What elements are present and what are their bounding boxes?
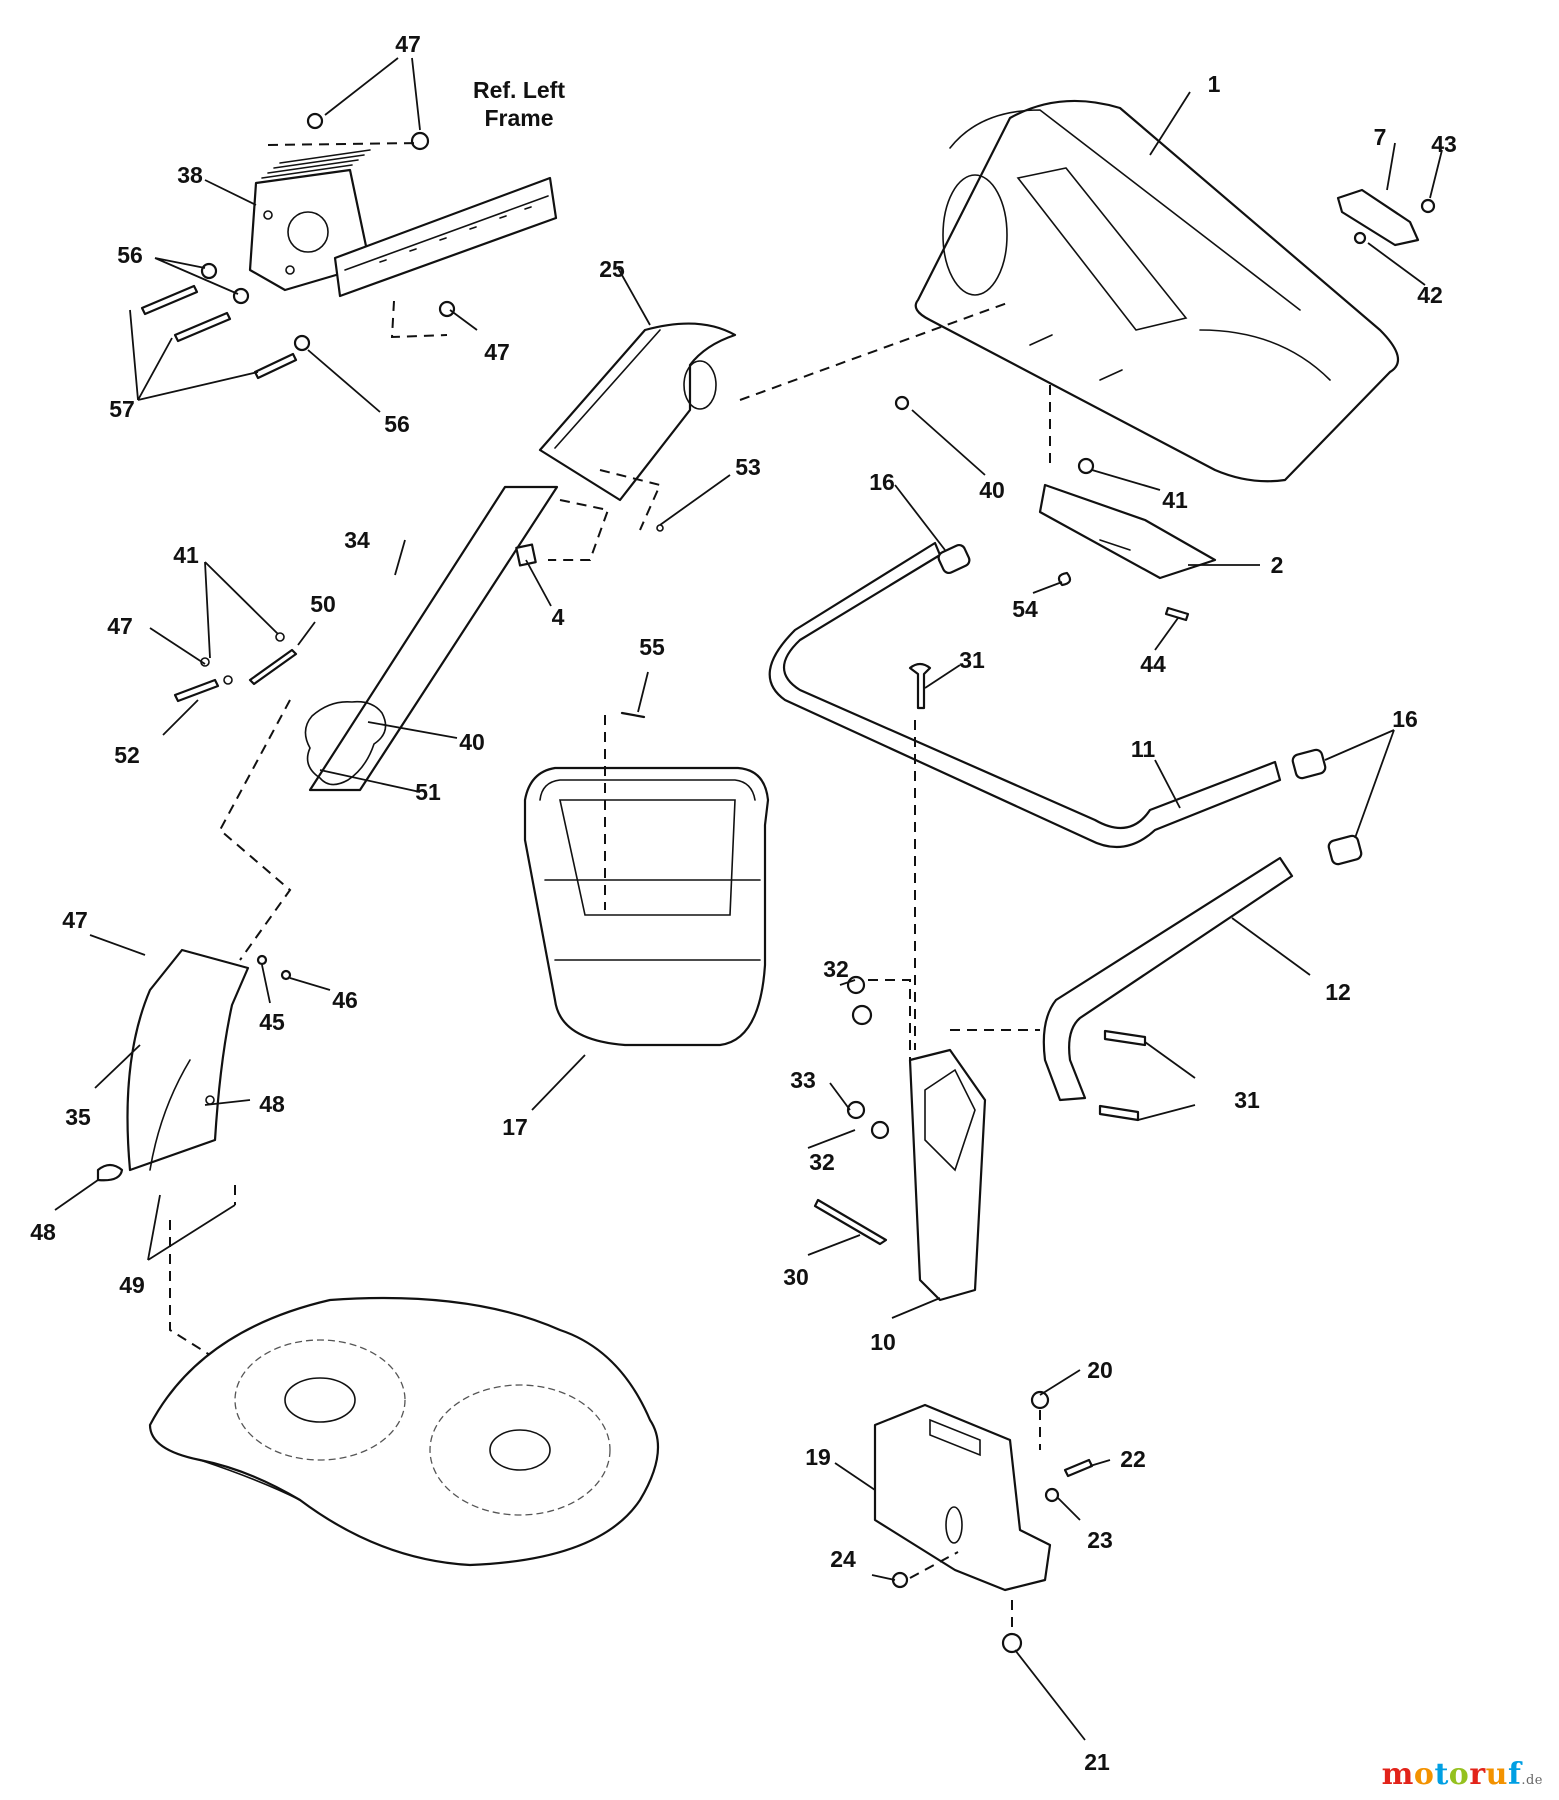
callout-45: 45 bbox=[259, 1009, 285, 1035]
callout-57: 57 bbox=[109, 396, 135, 422]
callout-43: 43 bbox=[1431, 131, 1457, 157]
mower-deck bbox=[148, 1296, 660, 1567]
ref-frame-label-line2: Frame bbox=[484, 105, 553, 131]
ref-frame-label-line1: Ref. Left bbox=[473, 77, 565, 103]
callout-49: 49 bbox=[119, 1272, 145, 1298]
callout-51: 51 bbox=[415, 779, 441, 805]
part-12-tube bbox=[1042, 856, 1294, 1102]
part-16-caps bbox=[937, 543, 1363, 866]
part-35-chute-lower bbox=[96, 948, 250, 1182]
callout-47: 47 bbox=[395, 31, 421, 57]
part-25-chute-upper bbox=[538, 322, 737, 502]
callout-30: 30 bbox=[783, 1264, 809, 1290]
callout-31: 31 bbox=[959, 647, 985, 673]
watermark-letter: m bbox=[1381, 1757, 1414, 1792]
callout-47: 47 bbox=[107, 613, 133, 639]
watermark-letter: r bbox=[1469, 1757, 1486, 1792]
left-frame-rail bbox=[333, 176, 558, 298]
callout-23: 23 bbox=[1087, 1527, 1113, 1553]
callout-41: 41 bbox=[1162, 487, 1188, 513]
callout-46: 46 bbox=[332, 987, 358, 1013]
callout-20: 20 bbox=[1087, 1357, 1113, 1383]
callout-25: 25 bbox=[599, 256, 625, 282]
callout-16: 16 bbox=[1392, 706, 1418, 732]
callout-16: 16 bbox=[869, 469, 895, 495]
callout-10: 10 bbox=[870, 1329, 896, 1355]
part-1-bag-cover bbox=[914, 99, 1400, 483]
part-2-bracket bbox=[1038, 457, 1217, 622]
fasteners-group-1 bbox=[140, 112, 456, 380]
callout-labels: Ref. Left Frame 47 38 56 57 56 47 1 7 43… bbox=[30, 31, 1457, 1775]
callout-38: 38 bbox=[177, 162, 203, 188]
callout-53: 53 bbox=[735, 454, 761, 480]
callout-22: 22 bbox=[1120, 1446, 1146, 1472]
callout-48: 48 bbox=[30, 1219, 56, 1245]
callout-24: 24 bbox=[830, 1546, 856, 1572]
callout-11: 11 bbox=[1131, 736, 1156, 762]
watermark-tld: .de bbox=[1521, 1773, 1543, 1788]
callout-4: 4 bbox=[552, 604, 565, 630]
callout-34: 34 bbox=[344, 527, 370, 553]
part-31-bolts bbox=[908, 662, 1147, 1122]
callout-56: 56 bbox=[117, 242, 143, 268]
part-19-mount bbox=[873, 1390, 1094, 1654]
callout-55: 55 bbox=[639, 634, 665, 660]
callout-44: 44 bbox=[1140, 651, 1166, 677]
callout-48: 48 bbox=[259, 1091, 285, 1117]
callout-47: 47 bbox=[484, 339, 510, 365]
callout-41: 41 bbox=[173, 542, 199, 568]
callout-12: 12 bbox=[1325, 979, 1351, 1005]
callout-1: 1 bbox=[1208, 71, 1221, 97]
leader-lines bbox=[54, 57, 1443, 1741]
watermark-letter: u bbox=[1485, 1757, 1508, 1792]
watermark-letter: o bbox=[1413, 1757, 1435, 1792]
motoruf-watermark: motoruf.de bbox=[1382, 1757, 1543, 1792]
callout-42: 42 bbox=[1417, 282, 1443, 308]
callout-52: 52 bbox=[114, 742, 140, 768]
callout-40: 40 bbox=[979, 477, 1005, 503]
callout-32: 32 bbox=[823, 956, 849, 982]
callout-50: 50 bbox=[310, 591, 336, 617]
callout-32: 32 bbox=[809, 1149, 835, 1175]
callout-35: 35 bbox=[65, 1104, 91, 1130]
part-11-handle bbox=[768, 541, 1282, 849]
part-7-latch bbox=[1336, 188, 1436, 247]
callout-19: 19 bbox=[805, 1444, 831, 1470]
callout-31: 31 bbox=[1234, 1087, 1260, 1113]
callout-21: 21 bbox=[1084, 1749, 1110, 1775]
part-34-chute-tube bbox=[304, 485, 559, 792]
callout-40: 40 bbox=[459, 729, 485, 755]
callout-47: 47 bbox=[62, 907, 88, 933]
callout-56: 56 bbox=[384, 411, 410, 437]
callout-7: 7 bbox=[1374, 124, 1387, 150]
callout-2: 2 bbox=[1271, 552, 1284, 578]
part-17-grass-bag bbox=[523, 766, 770, 1047]
watermark-letter: f bbox=[1507, 1757, 1522, 1792]
part-10-support bbox=[813, 975, 987, 1302]
watermark-letter: t bbox=[1434, 1757, 1449, 1792]
callout-33: 33 bbox=[790, 1067, 816, 1093]
callout-17: 17 bbox=[502, 1114, 528, 1140]
callout-54: 54 bbox=[1012, 596, 1038, 622]
watermark-letter: o bbox=[1448, 1757, 1470, 1792]
